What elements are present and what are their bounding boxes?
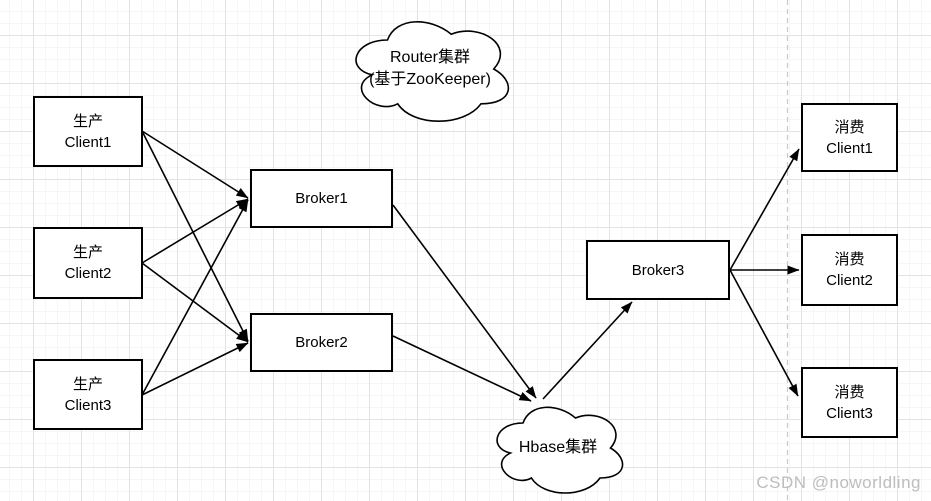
consumer-client3-box: 消费 Client3 xyxy=(801,367,898,438)
consumer-client3-role: 消费 xyxy=(834,383,865,401)
router-cluster-cloud xyxy=(356,22,508,121)
producer-client2-name: Client2 xyxy=(64,265,112,282)
consumer-client3-name: Client3 xyxy=(826,404,873,422)
edge-broker3-consumer3 xyxy=(729,269,799,397)
edge-producer1-broker1 xyxy=(141,130,249,199)
consumer-client1-role: 消费 xyxy=(834,118,865,136)
edge-producer2-broker1 xyxy=(141,198,249,264)
broker1-label: Broker1 xyxy=(295,190,348,207)
producer-client2-role: 生产 xyxy=(72,244,103,261)
producer-client3-box: 生产 Client3 xyxy=(33,359,143,430)
broker3-label: Broker3 xyxy=(631,261,685,279)
edge-producer3-broker1 xyxy=(141,199,249,396)
edge-producer3-broker2 xyxy=(141,342,249,396)
hbase-cluster-cloud xyxy=(497,407,622,493)
edge-producer1-broker2 xyxy=(141,130,249,342)
producer-client1-name: Client1 xyxy=(64,133,112,151)
consumer-client2-role: 消费 xyxy=(834,251,865,268)
consumer-client2-box: 消费 Client2 xyxy=(801,234,898,306)
consumer-client1-name: Client1 xyxy=(826,139,873,157)
producer-client1-role: 生产 xyxy=(72,112,103,130)
edge-broker1-hbase xyxy=(392,204,537,399)
broker2-box: Broker2 xyxy=(250,313,393,372)
consumer-client1-box: 消费 Client1 xyxy=(801,103,898,172)
edge-hbase-broker3 xyxy=(542,301,633,400)
producer-client3-role: 生产 xyxy=(72,375,103,393)
consumer-client2-name: Client2 xyxy=(826,272,873,289)
broker2-label: Broker2 xyxy=(295,334,348,351)
edge-producer2-broker2 xyxy=(141,262,249,343)
producer-client1-box: 生产 Client1 xyxy=(33,96,143,167)
csdn-watermark: CSDN @noworldling xyxy=(756,473,921,492)
producer-client2-box: 生产 Client2 xyxy=(33,227,143,299)
edge-broker3-consumer1 xyxy=(729,148,800,271)
broker1-box: Broker1 xyxy=(250,169,393,228)
edge-broker2-hbase xyxy=(392,335,532,402)
broker3-box: Broker3 xyxy=(586,240,730,300)
producer-client3-name: Client3 xyxy=(64,396,112,414)
